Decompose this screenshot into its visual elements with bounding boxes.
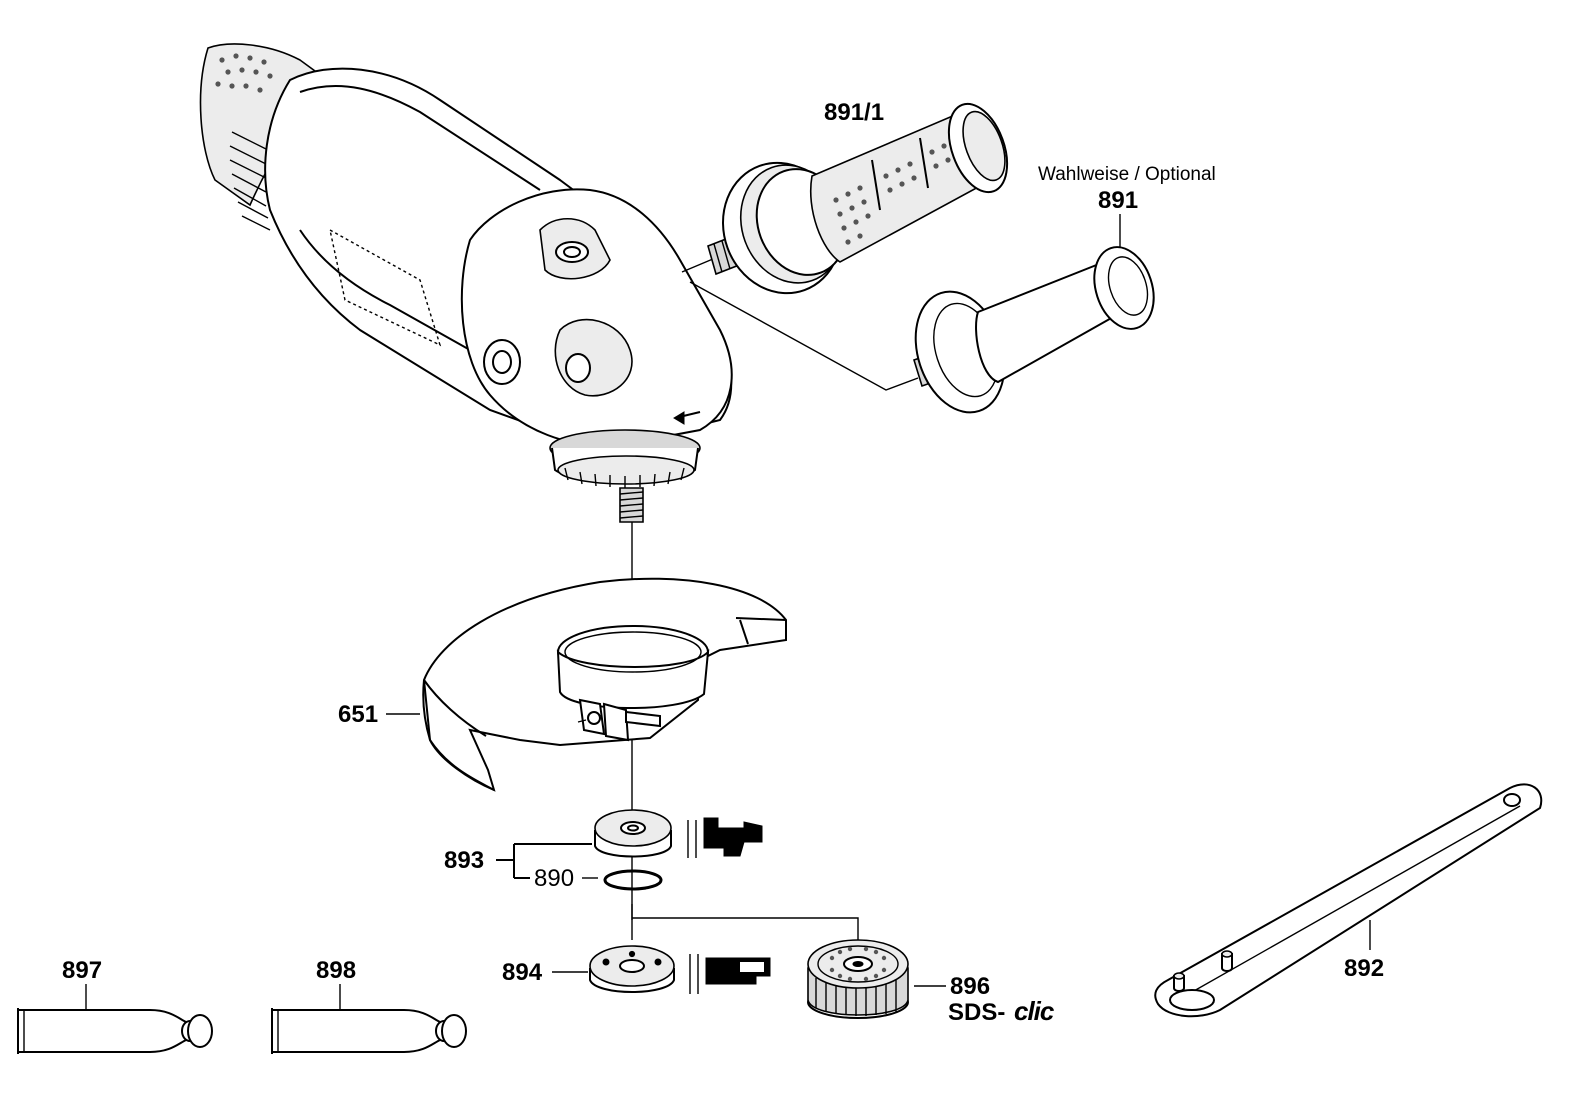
optional-note: Wahlweise / Optional — [1038, 164, 1216, 185]
label-896: 896 — [950, 973, 990, 1000]
grease-tube-898: 898 — [271, 957, 467, 1054]
label-891: 891 — [1098, 187, 1138, 214]
label-890: 890 — [534, 865, 574, 892]
label-891-1: 891/1 — [824, 99, 884, 126]
clamping-nut-894: 894 — [502, 945, 771, 994]
branch-line-894-896 — [631, 904, 859, 940]
pin-spanner-892: 892 — [1154, 783, 1543, 1018]
label-896-system: SDS- — [948, 999, 1005, 1026]
flange-893-profile-icon — [687, 817, 763, 858]
mounting-flange-893: 893 890 — [444, 809, 763, 892]
label-892: 892 — [1344, 955, 1384, 982]
angle-grinder-body — [199, 43, 733, 523]
label-894: 894 — [502, 959, 543, 986]
label-898: 898 — [316, 957, 356, 984]
side-handle-891: Wahlweise / Optional 891 — [913, 164, 1216, 414]
sds-clic-logo: clic — [1014, 996, 1055, 1026]
vibration-handle-891-1: 891/1 — [707, 99, 1009, 295]
label-651: 651 — [338, 701, 378, 728]
nut-894-profile-icon — [689, 954, 771, 994]
label-893: 893 — [444, 847, 484, 874]
grease-tube-897: 897 — [17, 957, 213, 1054]
label-897: 897 — [62, 957, 102, 984]
wheel-guard-651: 651 — [338, 577, 787, 792]
quick-clamping-nut-896: 896 SDS- clic — [807, 939, 1056, 1026]
